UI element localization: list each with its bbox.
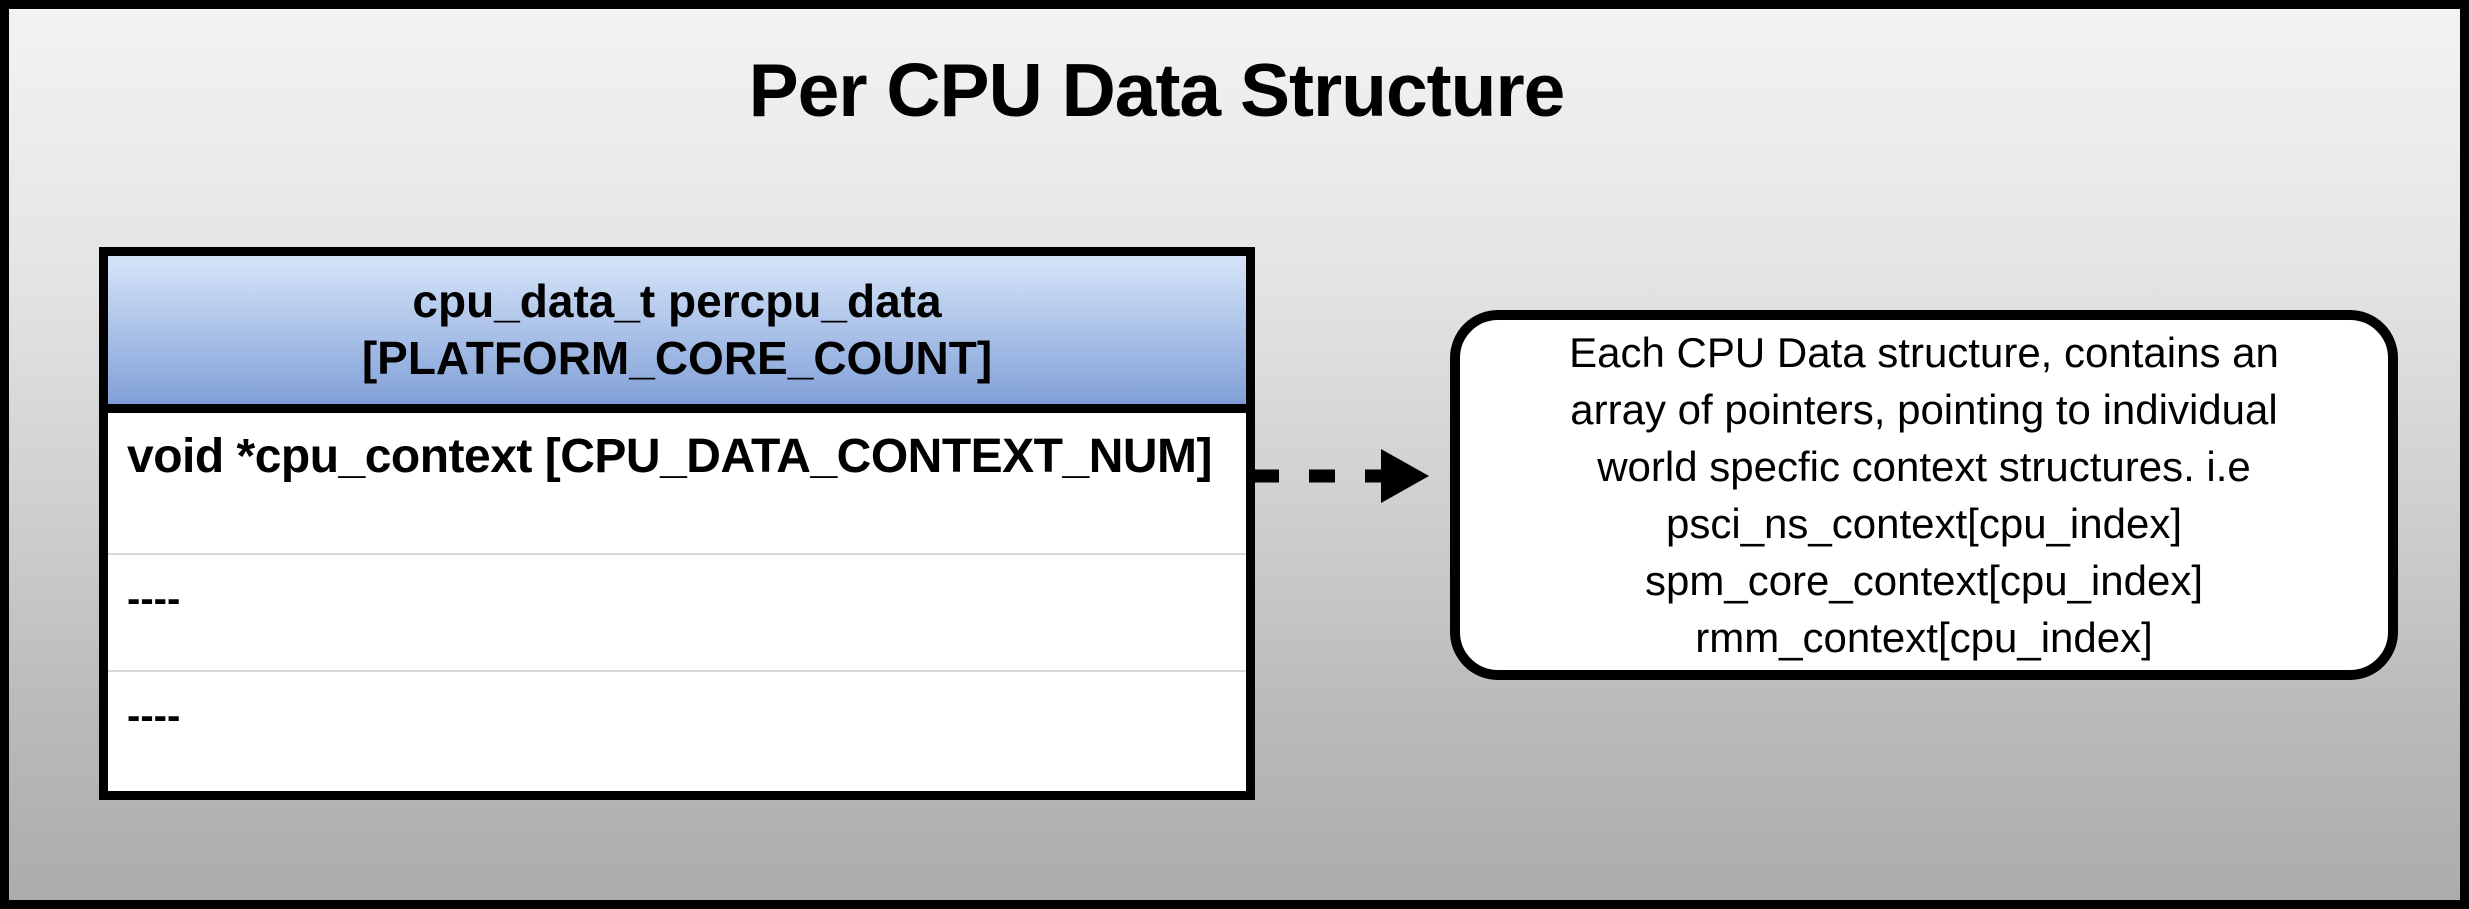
callout-line: array of pointers, pointing to individua… (1570, 386, 2278, 433)
callout-line: spm_core_context[cpu_index] (1645, 557, 2203, 604)
table-row-placeholder-1-label: ---- (127, 577, 181, 621)
dashed-arrow-icon (1253, 449, 1429, 503)
table-row-placeholder-2: ---- (108, 672, 1246, 791)
cpu-data-table: cpu_data_t percpu_data [PLATFORM_CORE_CO… (99, 247, 1255, 800)
table-row-placeholder-1: ---- (108, 555, 1246, 672)
table-row-cpu-context-label: void *cpu_context [CPU_DATA_CONTEXT_NUM] (127, 430, 1212, 483)
table-row-placeholder-2-label: ---- (127, 694, 181, 738)
callout-line: psci_ns_context[cpu_index] (1666, 500, 2182, 547)
table-header-line2: [PLATFORM_CORE_COUNT] (361, 332, 993, 384)
callout-line: Each CPU Data structure, contains an (1569, 329, 2279, 376)
callout-line: rmm_context[cpu_index] (1695, 614, 2153, 661)
table-header: cpu_data_t percpu_data [PLATFORM_CORE_CO… (108, 256, 1246, 413)
diagram-title: Per CPU Data Structure (748, 48, 1566, 132)
table-header-line1: cpu_data_t percpu_data (412, 275, 942, 327)
callout-line: world specfic context structures. i.e (1597, 443, 2251, 490)
table-row-cpu-context: void *cpu_context [CPU_DATA_CONTEXT_NUM] (108, 413, 1246, 555)
callout-note: Each CPU Data structure, contains an arr… (1450, 310, 2398, 680)
